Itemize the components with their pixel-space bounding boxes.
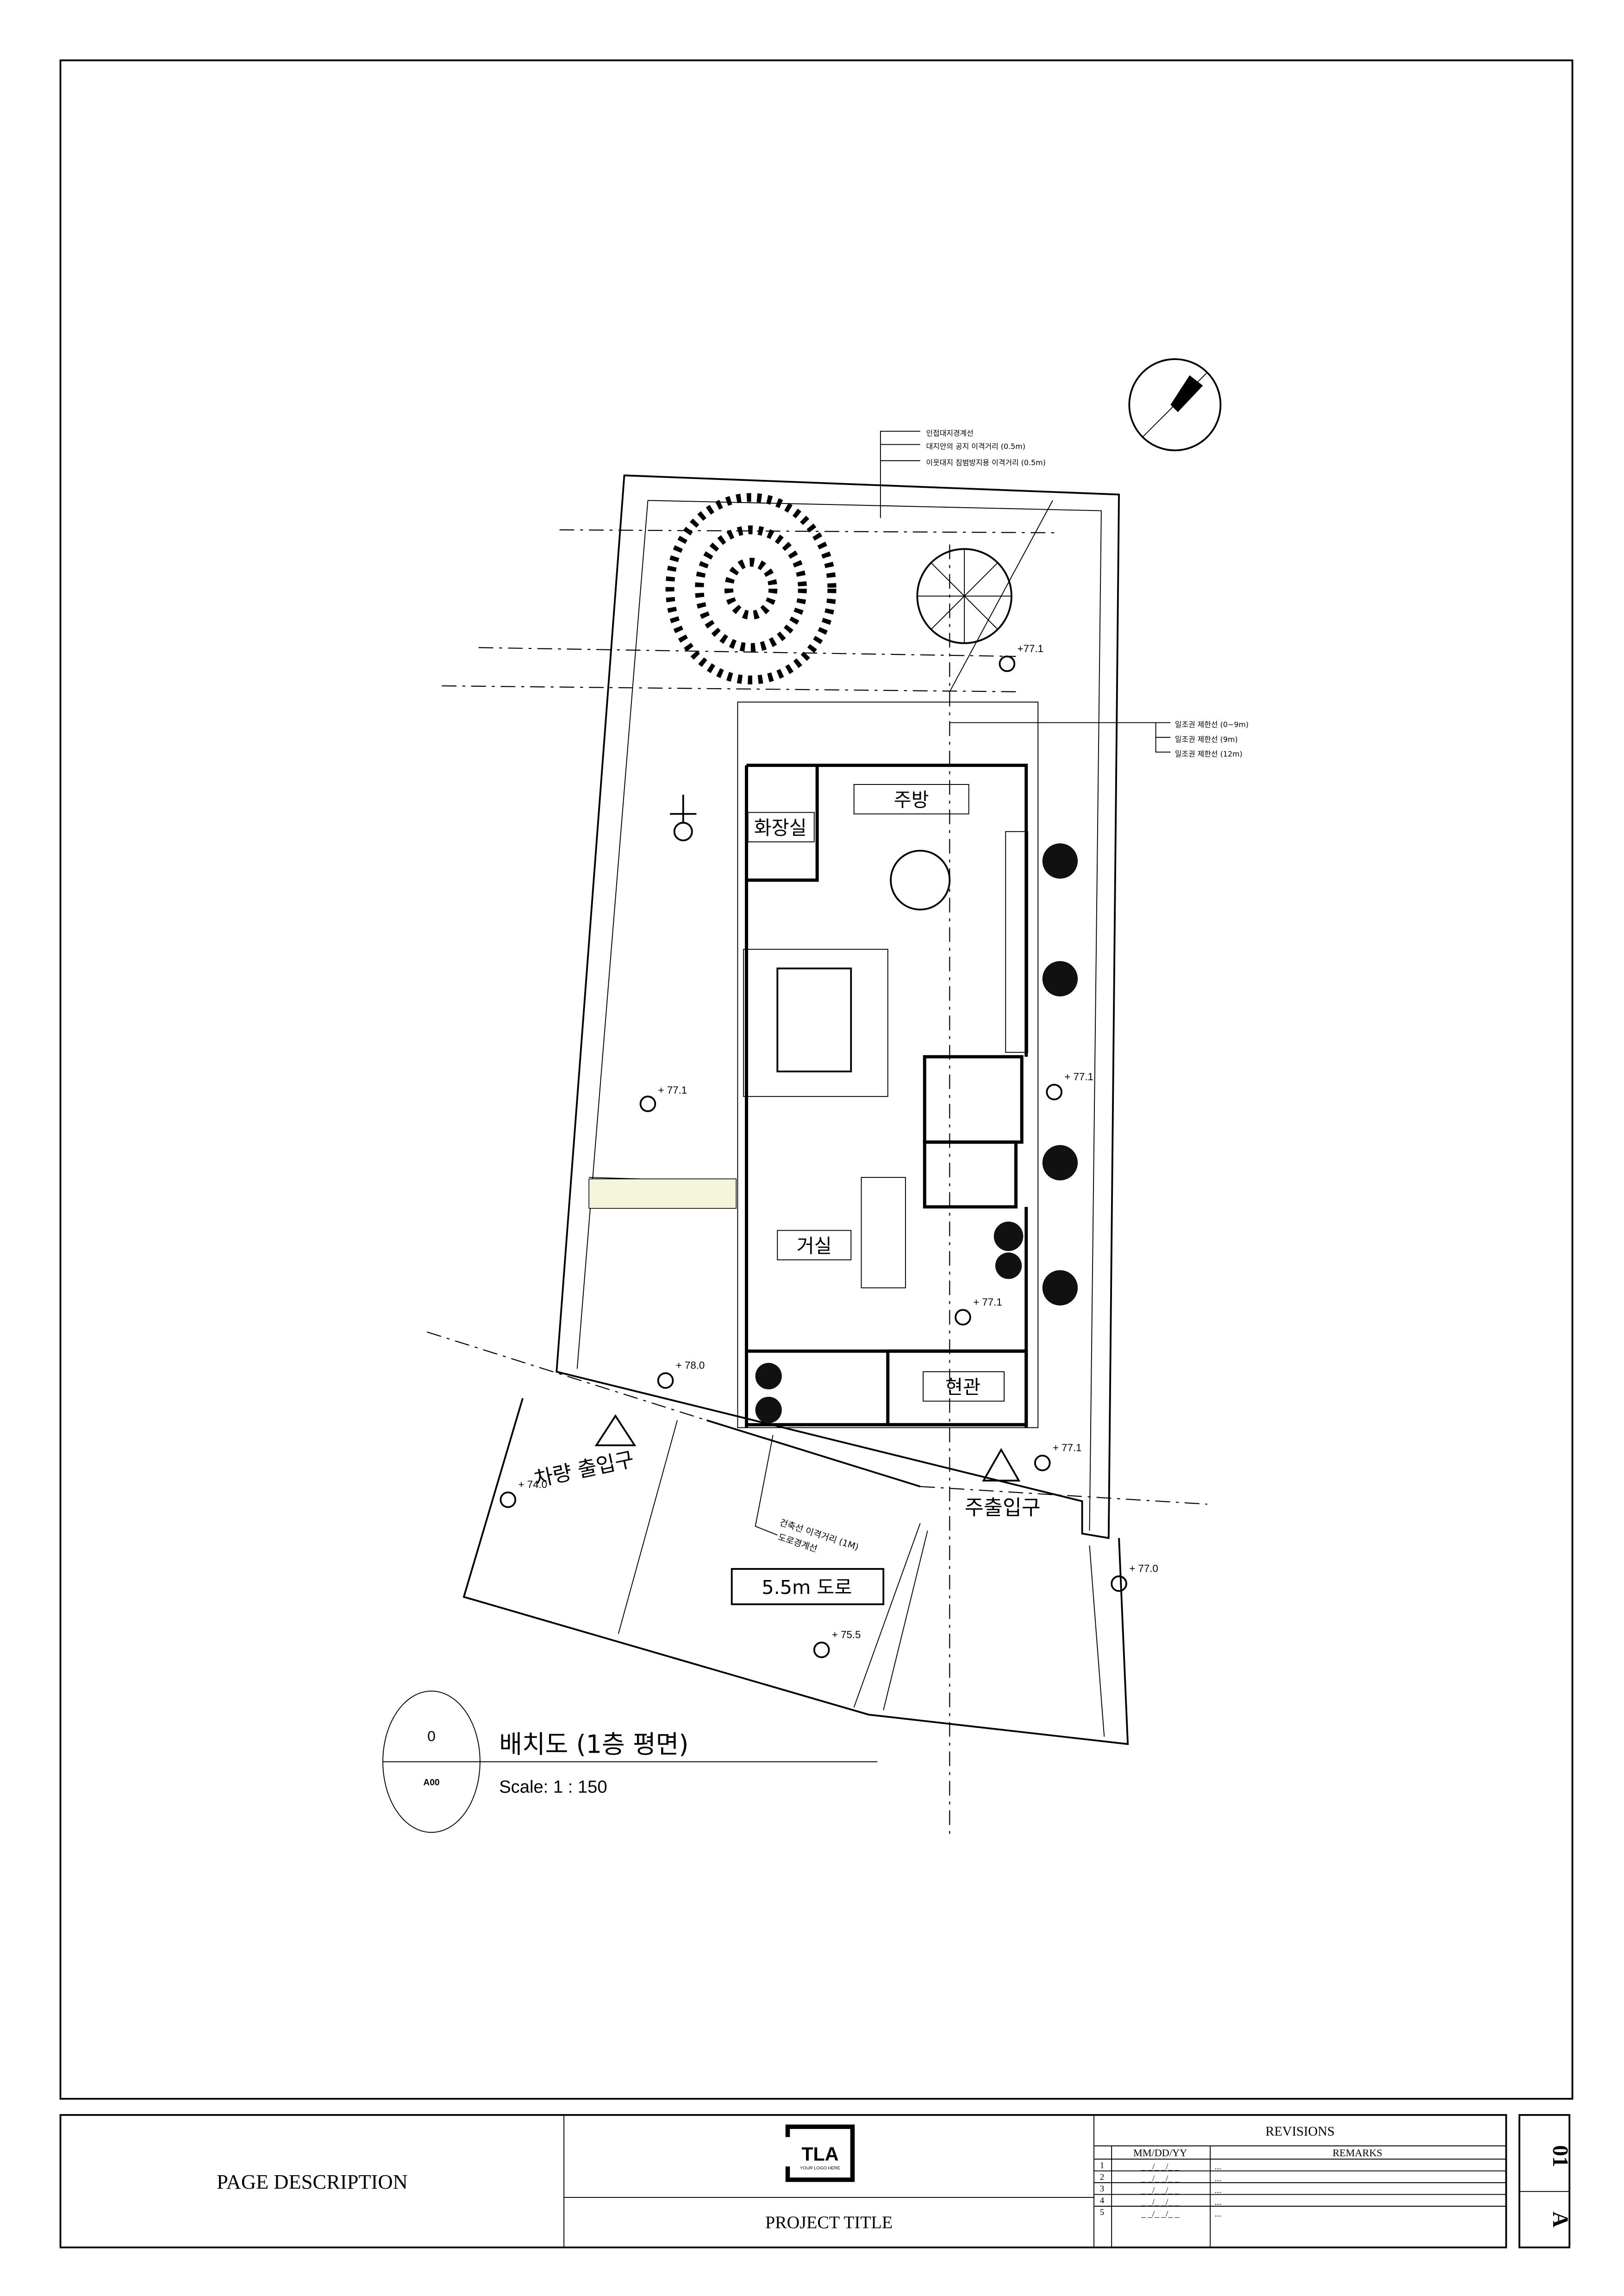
title-block: PAGE DESCRIPTION PROJECT TITLE TLA YOUR …: [59, 2114, 1573, 2248]
svg-text:일조권 제한선 (0~9m): 일조권 제한선 (0~9m): [1175, 720, 1249, 729]
road: [462, 1398, 1129, 1745]
svg-text:일조권 제한선 (12m): 일조권 제한선 (12m): [1175, 750, 1243, 759]
elevation-marker: + 78.0: [657, 1360, 705, 1389]
svg-text:+ 74.0: + 74.0: [518, 1479, 547, 1490]
svg-text:4: 4: [1100, 2196, 1105, 2206]
main-entry-marker: 주출입구: [965, 1448, 1041, 1519]
elevation-marker: + 77.1: [1034, 1442, 1081, 1471]
right-notes: 일조권 제한선 (0~9m) 일조권 제한선 (9m) 일조권 제한선 (12m…: [949, 720, 1249, 759]
elevation-marker: + 77.0: [1111, 1562, 1158, 1592]
svg-text:+ 77.1: + 77.1: [1053, 1442, 1081, 1454]
north-arrow-icon: [1128, 358, 1222, 452]
svg-text:주방: 주방: [894, 789, 929, 811]
elevation-marker: + 75.5: [813, 1629, 861, 1658]
revisions-table: REVISIONS MM/DD/YY REMARKS 1 _ _/_ _/_ _.…: [1093, 2124, 1506, 2248]
sheet-number: 01: [1548, 2145, 1573, 2167]
svg-text:...: ...: [1215, 2162, 1221, 2172]
room-label-restroom: 화장실: [747, 812, 815, 842]
svg-text:_ _/_ _/_ _: _ _/_ _/_ _: [1141, 2209, 1180, 2219]
svg-text:인접대지경계선: 인접대지경계선: [926, 429, 973, 437]
svg-text:MM/DD/YY: MM/DD/YY: [1133, 2147, 1187, 2159]
svg-text:3: 3: [1100, 2184, 1105, 2194]
svg-text:_ _/_ _/_ _: _ _/_ _/_ _: [1141, 2174, 1180, 2184]
room-label-kitchen: 주방: [853, 784, 969, 815]
svg-text:_ _/_ _/_ _: _ _/_ _/_ _: [1141, 2185, 1180, 2195]
svg-text:이웃대지 침범방지용 이격거리 (0.5m): 이웃대지 침범방지용 이격거리 (0.5m): [926, 458, 1045, 467]
logo: TLA YOUR LOGO HERE: [780, 2124, 855, 2182]
svg-text:+ 78.0: + 78.0: [676, 1360, 705, 1371]
svg-text:_ _/_ _/_ _: _ _/_ _/_ _: [1141, 2197, 1180, 2207]
svg-text:5.5m 도로: 5.5m 도로: [762, 1576, 852, 1599]
svg-text:+ 77.1: + 77.1: [1064, 1071, 1093, 1083]
svg-text:REMARKS: REMARKS: [1332, 2147, 1382, 2159]
svg-text:+ 77.1: + 77.1: [973, 1296, 1002, 1308]
svg-text:건축선 이격거리 (1M): 건축선 이격거리 (1M): [778, 1517, 860, 1552]
sheet-border: [59, 59, 1574, 2100]
top-notes: 인접대지경계선 대지안의 공지 이격거리 (0.5m) 이웃대지 침범방지용 이…: [880, 429, 1046, 518]
shrubs: [755, 843, 1078, 1424]
room-label-entrance: 현관: [923, 1371, 1005, 1402]
building: [737, 701, 1039, 1428]
sheet-number-box: 01 A: [1518, 2114, 1573, 2248]
view-number: 0: [427, 1728, 436, 1744]
elevation-marker: +77.1: [999, 643, 1043, 672]
svg-text:+ 77.1: + 77.1: [658, 1084, 687, 1096]
svg-text:5: 5: [1100, 2208, 1105, 2217]
project-title: PROJECT TITLE: [765, 2213, 893, 2233]
elevation-marker: + 77.1: [955, 1296, 1002, 1326]
svg-text:...: ...: [1215, 2174, 1221, 2184]
site-boundary: [427, 474, 1207, 1840]
tree-cluster: [665, 493, 837, 684]
page-description: PAGE DESCRIPTION: [217, 2170, 408, 2193]
elevation-marker: + 74.0: [500, 1479, 547, 1508]
room-label-living: 거실: [777, 1230, 852, 1261]
svg-text:대지안의 공지 이격거리 (0.5m): 대지안의 공지 이격거리 (0.5m): [926, 442, 1025, 451]
view-scale: Scale: 1 : 150: [499, 1777, 607, 1797]
svg-text:...: ...: [1215, 2185, 1221, 2195]
svg-text:주출입구: 주출입구: [965, 1496, 1041, 1519]
view-title: 0 A00 배치도 (1층 평면) Scale: 1 : 150: [382, 1691, 878, 1833]
road-notes: 건축선 이격거리 (1M) 도로경계선: [755, 1435, 860, 1554]
elevation-markers: +77.1 + 77.1 + 77.1 + 77.1 + 78.0 + 77.1…: [500, 643, 1158, 1658]
svg-text:+77.1: +77.1: [1018, 643, 1043, 654]
svg-text:...: ...: [1215, 2209, 1221, 2219]
elevation-marker: + 77.1: [1046, 1071, 1093, 1101]
svg-text:TLA: TLA: [801, 2143, 838, 2165]
svg-text:...: ...: [1215, 2197, 1221, 2207]
svg-text:_ _/_ _/_ _: _ _/_ _/_ _: [1141, 2162, 1180, 2172]
road-label: 5.5m 도로: [731, 1568, 885, 1605]
svg-text:REVISIONS: REVISIONS: [1266, 2124, 1335, 2139]
vehicle-entry-marker: 차량 출입구: [532, 1414, 637, 1492]
svg-text:거실: 거실: [797, 1235, 832, 1257]
view-title-text: 배치도 (1층 평면): [499, 1730, 688, 1759]
umbrella-icon: [916, 548, 1012, 644]
svg-text:화장실: 화장실: [754, 817, 807, 839]
svg-text:+ 75.5: + 75.5: [832, 1629, 861, 1640]
svg-text:현관: 현관: [945, 1376, 981, 1399]
view-sheet: A00: [423, 1778, 439, 1787]
svg-text:+ 77.0: + 77.0: [1129, 1562, 1158, 1574]
sheet-letter: A: [1548, 2211, 1573, 2228]
svg-text:차량 출입구: 차량 출입구: [532, 1448, 636, 1492]
svg-text:YOUR LOGO HERE: YOUR LOGO HERE: [800, 2166, 840, 2171]
svg-text:일조권 제한선 (9m): 일조권 제한선 (9m): [1175, 735, 1238, 744]
elevation-marker: + 77.1: [639, 1084, 687, 1112]
swing-icon: [670, 795, 697, 841]
svg-text:2: 2: [1100, 2172, 1105, 2182]
svg-text:1: 1: [1100, 2160, 1105, 2170]
